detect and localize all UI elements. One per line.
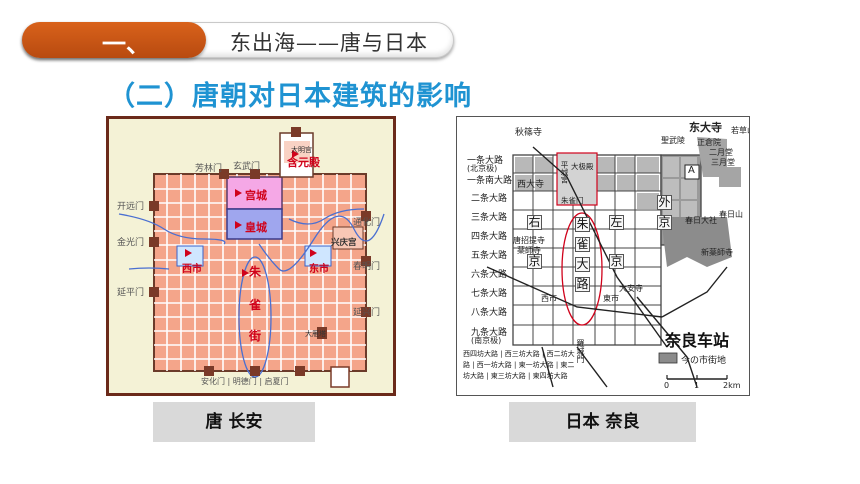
- label-jie: 街: [249, 329, 262, 343]
- label-nijo-road: 二条大路: [471, 194, 508, 204]
- label-shichijo-road: 七条大路: [471, 289, 508, 299]
- label-kasugayama: 春日山: [719, 210, 743, 219]
- label-suzaku-ro: 路: [575, 277, 590, 292]
- label-west-market: 西市: [182, 264, 202, 275]
- label-hachijo-road: 八条大路: [471, 308, 508, 318]
- label-wakakusa: 若草山: [731, 126, 749, 135]
- label-yakushiji: 薬師寺: [517, 246, 541, 255]
- label-nigatsudo: 二月堂: [709, 148, 733, 157]
- label-a-marker: A: [688, 165, 695, 176]
- label-bottom-roads: 西四坊大路 | 西三坊大路 | 西二坊大路 | 西一坊大路 | 東一坊大路 | …: [463, 350, 575, 380]
- label-sakyo-sa: 左: [609, 215, 624, 230]
- label-fanglin-gate: 芳林门: [195, 164, 223, 174]
- label-suzaku-dai: 大: [575, 257, 590, 272]
- banner-number-tab: 一、: [22, 22, 206, 58]
- label-ichijo-road: 一条大路: [467, 156, 504, 166]
- scale-one: 1: [694, 381, 700, 390]
- label-south-gates: 安化门 | 明德门 | 启夏门: [201, 377, 289, 386]
- label-shosoin: 正倉院: [697, 138, 721, 147]
- label-shijo-road: 四条大路: [471, 232, 508, 242]
- label-kasuga-shrine: 春日大社: [685, 216, 717, 225]
- caption-changan: 唐 长安: [153, 402, 315, 442]
- label-palace-city: 宫城: [245, 189, 267, 202]
- changan-map-canvas: 大明宫 含元殿 芳林门 玄武门 宫城 皇城 开远门 金光门 延平门 通化门 兴庆…: [109, 119, 393, 393]
- label-suzaku-jaku: 雀: [575, 237, 590, 252]
- label-sanjo-road: 三条大路: [471, 213, 508, 223]
- label-que: 雀: [249, 298, 262, 312]
- label-toshodaiji: 唐招提寺: [513, 236, 545, 245]
- label-east-market: 東市: [603, 294, 619, 303]
- label-akishino-temple: 秋篠寺: [515, 128, 543, 138]
- label-jinguang-gate: 金光门: [117, 238, 145, 248]
- label-gekyo-kyo: 京: [657, 215, 672, 230]
- label-suzaku-gate: 朱雀门: [561, 196, 584, 205]
- label-suzaku-shu: 朱: [575, 217, 590, 232]
- label-nara-station: 奈良车站: [665, 331, 730, 350]
- label-daminggong: 大明宫: [291, 146, 312, 154]
- label-sangatsudo: 三月堂: [711, 158, 735, 167]
- label-saidaiji: 西大寺: [517, 180, 545, 190]
- label-todaiji: 东大寺: [689, 121, 722, 134]
- scale-zero: 0: [664, 381, 670, 390]
- label-rokujo-road: 六条大路: [471, 270, 508, 280]
- changan-map-drawing: [118, 127, 385, 388]
- label-ukyo-kyo: 京: [527, 254, 542, 269]
- scale-two-km: 2km: [723, 381, 741, 390]
- label-sakyo-kyo: 京: [609, 254, 624, 269]
- label-west-market: 西市: [541, 294, 557, 303]
- label-yanxing-gate: 延兴门: [353, 308, 381, 318]
- section-title: （二）唐朝对日本建筑的影响: [108, 81, 472, 112]
- label-shomu-tomb: 聖武陵: [661, 136, 685, 145]
- label-east-market: 东市: [309, 264, 329, 275]
- label-daigokuden: 大极殿: [571, 162, 594, 171]
- label-north-boundary: (北京极): [467, 164, 498, 173]
- label-chunming-gate: 春明门: [353, 262, 381, 272]
- banner-title: 东出海——唐与日本: [230, 31, 428, 55]
- label-hanyuandian: 含元殿: [287, 156, 320, 169]
- label-xingqing-palace: 兴庆宫: [331, 238, 357, 248]
- label-daianji: 大安寺: [619, 284, 643, 293]
- nara-map-drawing: [486, 137, 741, 388]
- banner-number: 一、: [102, 30, 150, 58]
- label-ichijo-south-road: 一条南大路: [467, 176, 513, 186]
- label-xuanwu-gate: 玄武门: [233, 162, 261, 172]
- label-south-boundary: (南京极): [471, 336, 502, 345]
- label-zhu: 朱: [249, 265, 262, 279]
- label-rajomon: 羅城門: [576, 339, 585, 363]
- label-gojo-road: 五条大路: [471, 251, 508, 261]
- label-ukyo-u: 右: [527, 215, 542, 230]
- changan-map: 大明宫 含元殿 芳林门 玄武门 宫城 皇城 开远门 金光门 延平门 通化门 兴庆…: [106, 116, 396, 396]
- section-banner: 一、 东出海——唐与日本: [22, 22, 454, 58]
- label-kaiyuan-gate: 开远门: [117, 202, 145, 212]
- label-gekyo-ge: 外: [657, 195, 672, 210]
- label-tonghua-gate: 通化门: [353, 218, 381, 228]
- label-kujo-road: 九条大路: [471, 328, 508, 338]
- label-heijo-palace: 平城宮: [560, 161, 569, 184]
- label-yanping-gate: 延平门: [117, 288, 145, 298]
- legend-urban-area: 今の市街地: [681, 356, 727, 366]
- nara-map: 秋篠寺 一条大路 (北京极) 一条南大路 二条大路 三条大路 四条大路 五条大路…: [456, 116, 750, 396]
- label-dayanta: 大雁塔: [305, 330, 326, 338]
- caption-nara: 日本 奈良: [509, 402, 696, 442]
- label-imperial-city: 皇城: [245, 221, 267, 234]
- label-shinyakushiji: 新薬師寺: [701, 248, 733, 257]
